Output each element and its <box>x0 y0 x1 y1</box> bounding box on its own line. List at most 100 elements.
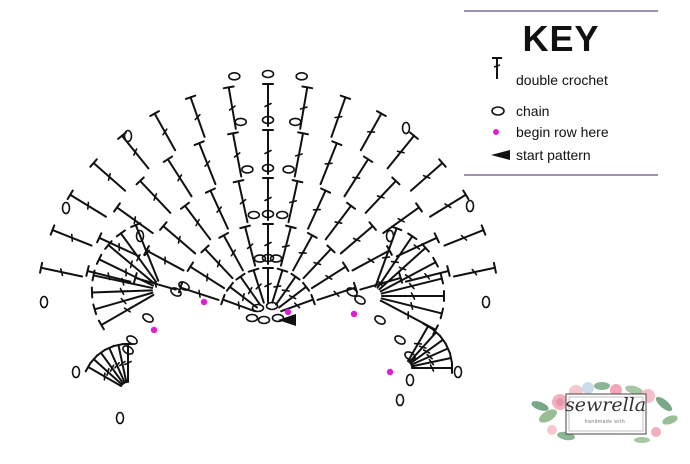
double-crochet-stitch <box>218 231 244 272</box>
chain-stitch <box>394 335 406 345</box>
double-crochet-stitch <box>204 187 229 230</box>
key-item-chain: chain <box>490 101 549 121</box>
key-title: KEY <box>522 18 600 59</box>
key-label-begin-row: begin row here <box>516 124 609 140</box>
double-crochet-stitch <box>200 244 234 280</box>
double-crochet-stitch <box>179 201 212 241</box>
double-crochet-stitch <box>91 269 154 289</box>
chain-stitch <box>71 365 81 379</box>
chain-stitch <box>401 121 411 135</box>
double-crochet-stitch <box>162 155 193 198</box>
begin-row-dot <box>284 308 292 316</box>
key-label-start-pattern: start pattern <box>516 147 591 163</box>
double-crochet-stitch <box>364 176 401 214</box>
chain-stitch <box>253 254 267 263</box>
double-crochet-stitch <box>293 131 309 178</box>
chain-stitch <box>288 117 302 127</box>
double-crochet-stitch <box>386 131 419 170</box>
double-crochet-stitch <box>381 290 445 302</box>
chain-stitch <box>453 365 463 379</box>
begin-row-dot <box>200 298 208 306</box>
chain-stitch <box>228 72 241 81</box>
double-crochet-stitch <box>407 322 434 363</box>
double-crochet-stitch <box>287 179 304 224</box>
double-crochet-stitch <box>262 223 274 265</box>
double-crochet-stitch <box>302 244 336 280</box>
chain-stitch <box>481 295 491 309</box>
double-crochet-stitch <box>186 261 226 290</box>
key-top-rule <box>464 10 658 12</box>
chain-stitch <box>39 295 49 309</box>
double-crochet-icon <box>490 57 514 82</box>
key-item-begin-row: begin row here <box>490 122 609 142</box>
start-arrow-icon <box>490 145 514 165</box>
double-crochet-stitch <box>380 297 445 320</box>
chain-stitch <box>265 301 279 311</box>
chain-stitch <box>374 315 386 325</box>
chain-stitch <box>405 373 415 387</box>
double-crochet-stitch <box>262 129 274 175</box>
chain-stitch <box>115 411 125 425</box>
double-crochet-stitch <box>39 261 84 278</box>
double-crochet-stitch <box>262 267 274 303</box>
chain-stitch <box>123 129 133 143</box>
double-crochet-stitch <box>307 187 332 230</box>
chain-stitch <box>271 313 285 323</box>
double-crochet-stitch <box>159 221 197 255</box>
double-crochet-stitch <box>184 94 206 138</box>
double-crochet-stitch <box>89 354 124 386</box>
chain-stitch <box>178 281 190 291</box>
chain-stitch <box>465 199 475 213</box>
double-crochet-stitch <box>117 131 150 170</box>
double-crochet-stitch <box>90 286 154 299</box>
double-crochet-stitch <box>452 261 497 278</box>
double-crochet-stitch <box>382 202 423 235</box>
logo-floral-frame <box>531 382 678 443</box>
double-crochet-stitch <box>66 189 107 218</box>
key-label-double-crochet: double crochet <box>516 72 608 88</box>
logo-tagline: handmade with <box>584 419 626 425</box>
begin-row-dot-icon <box>490 122 514 142</box>
double-crochet-stitch <box>409 334 447 365</box>
double-crochet-stitch <box>275 272 301 306</box>
double-crochet-stitch <box>113 202 154 235</box>
double-crochet-stitch <box>378 243 430 291</box>
double-crochet-stitch <box>292 231 318 272</box>
double-crochet-stitch <box>135 176 172 214</box>
double-crochet-stitch <box>193 140 217 186</box>
chain-stitch <box>245 313 259 323</box>
start-arrow-marker <box>278 314 296 326</box>
chain-stitch <box>269 254 283 263</box>
double-crochet-stitch <box>104 240 156 285</box>
chain-stitch <box>61 201 71 215</box>
chain-stitch <box>275 210 289 220</box>
chain-stitch <box>247 210 261 220</box>
double-crochet-stitch <box>409 158 447 192</box>
key-item-double-crochet: double crochet <box>490 57 608 88</box>
double-crochet-stitch <box>443 224 487 247</box>
double-crochet-stitch <box>330 94 352 138</box>
double-crochet-stitch <box>247 267 265 304</box>
chain-stitch <box>261 69 275 79</box>
begin-row-dot <box>386 368 394 376</box>
double-crochet-stitch <box>112 342 128 384</box>
double-crochet-stitch <box>316 281 359 301</box>
double-crochet-stitch <box>177 281 220 301</box>
logo-wordmark: sewrella <box>565 394 647 416</box>
chain-stitch <box>354 295 366 305</box>
double-crochet-stitch <box>95 348 125 385</box>
double-crochet-stitch <box>404 265 451 283</box>
chain-stitch <box>346 287 358 297</box>
chain-stitch <box>251 303 265 313</box>
chain-stitch <box>126 335 138 345</box>
double-crochet-stitch <box>324 201 357 241</box>
double-crochet-stitch <box>235 272 261 306</box>
double-crochet-stitch <box>271 267 289 304</box>
double-crochet-stitch <box>220 293 256 313</box>
double-crochet-stitch <box>411 362 453 374</box>
double-crochet-stitch <box>239 224 257 267</box>
double-crochet-stitch <box>115 229 158 283</box>
double-crochet-stitch <box>310 261 350 290</box>
double-crochet-stitch <box>359 110 387 152</box>
